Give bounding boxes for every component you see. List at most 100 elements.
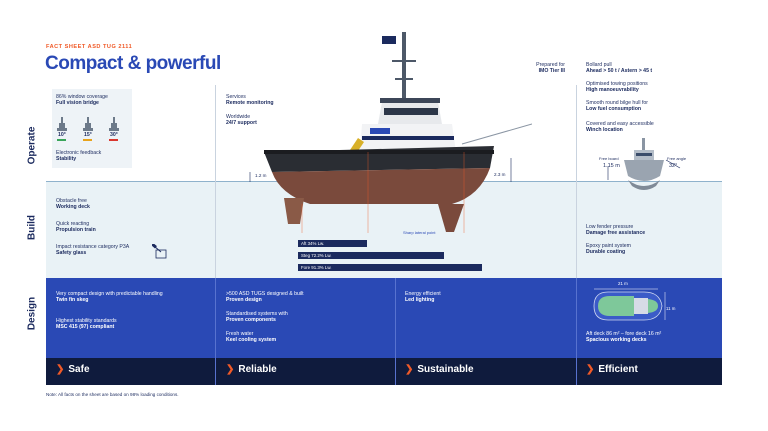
rel-2-value: Proven components xyxy=(226,317,276,324)
twin-fin-skeg: Very compact design with predictable han… xyxy=(56,291,176,304)
fact-sheet-kicker: FACT SHEET ASD TUG 2111 xyxy=(46,44,133,50)
footer-sustainable-label: Sustainable xyxy=(417,364,474,375)
msc-compliant: Highest stability standards MSC 415 (97)… xyxy=(56,318,117,331)
deck-width-label: 21 m xyxy=(618,281,628,286)
fender-title: Low fender pressure xyxy=(586,224,634,230)
front-mast xyxy=(642,138,645,152)
fender xyxy=(264,150,494,154)
window-coverage-title: 86% window coverage xyxy=(56,94,108,100)
window-coverage-value: Full vision bridge xyxy=(56,100,99,107)
length-bar-steg-label: Steg 72.2% Lw. xyxy=(301,253,332,258)
services-value: Remote monitoring xyxy=(226,100,274,107)
prepared-value: IMO Tier III xyxy=(538,68,565,75)
divider xyxy=(395,278,396,385)
length-bar-aft-label: Aft 34% Lw. xyxy=(301,241,325,246)
front-hull-below xyxy=(628,180,660,190)
chevron-right-icon: ❯ xyxy=(586,364,595,375)
bollard-title: Bollard pull xyxy=(586,62,612,68)
footnote: Note: All facts on the sheet are based o… xyxy=(46,392,179,397)
deck-top-view xyxy=(593,288,666,321)
divider xyxy=(576,278,577,385)
hull-title: Smooth round bilge hull for xyxy=(586,100,648,106)
worldwide-title: Worldwide xyxy=(226,114,251,120)
row-label-operate: Operate xyxy=(26,126,38,165)
front-windows xyxy=(636,153,652,156)
row-label-build: Build xyxy=(26,215,38,240)
wheelhouse-roof xyxy=(380,98,440,103)
fore-deck-area xyxy=(648,299,658,313)
freeangle-label: Free angle xyxy=(667,156,687,161)
hull-efficiency: Smooth round bilge hull for Low fuel con… xyxy=(586,100,648,113)
angle-30-indicator xyxy=(109,139,118,141)
angle-10-indicator xyxy=(57,139,66,141)
flag xyxy=(382,36,396,44)
proven-design: >500 ASD TUGS designed & built Proven de… xyxy=(226,291,304,304)
length-bar-fore xyxy=(298,264,482,271)
epoxy-paint: Epoxy paint system Durable coating xyxy=(586,243,631,256)
hull-value: Low fuel consumption xyxy=(586,106,642,113)
proven-components: Standardised systems with Proven compone… xyxy=(226,311,288,324)
rel-1-value: Proven design xyxy=(226,297,262,304)
bollard-value: Ahead > 50 t / Astern > 45 t xyxy=(586,68,653,75)
hull-lower xyxy=(272,168,490,204)
thruster xyxy=(284,198,304,224)
rel-3-value: Keel cooling system xyxy=(226,337,277,344)
working-deck: Obstacle free Working deck xyxy=(56,198,90,211)
spacious-decks: Aft deck 86 m² – fore deck 16 m² Spaciou… xyxy=(586,331,661,344)
rel-2-title: Standardised systems with xyxy=(226,311,288,317)
logo-board xyxy=(370,128,390,134)
prepared-title: Prepared for xyxy=(536,62,565,68)
safety-glass: Impact resistance category P3A Safety gl… xyxy=(56,244,129,257)
winch-title: Covered and easy accessible xyxy=(586,121,654,127)
services: Services Remote monitoring xyxy=(226,94,274,107)
sus-1-value: Led lighting xyxy=(405,297,435,304)
footer-reliable: ❯Reliable xyxy=(226,364,277,375)
ship-icon xyxy=(57,117,67,131)
freeboard-label: Free board xyxy=(599,156,619,161)
towing-positions: Optimised towing positions High manoeuvr… xyxy=(586,81,648,94)
services-title: Services xyxy=(226,94,246,100)
freeangle-value: 32° xyxy=(669,163,678,169)
glass-value: Safety glass xyxy=(56,250,87,257)
fender-value: Damage free assistance xyxy=(586,230,646,237)
bollard-pull: Bollard pull Ahead > 50 t / Astern > 45 … xyxy=(586,62,652,75)
deckhouse xyxy=(634,298,648,314)
rel-1-title: >500 ASD TUGS designed & built xyxy=(226,291,304,297)
length-bar-steg xyxy=(298,252,444,259)
angle-15: 15° xyxy=(84,132,92,138)
freeangle-line xyxy=(665,159,681,169)
eff-1-title: Aft deck 86 m² – fore deck 16 m² xyxy=(586,331,662,337)
dim-left: 1.2 m xyxy=(255,173,267,178)
footer-safe: ❯Safe xyxy=(56,364,90,375)
mast-crossbar xyxy=(395,78,413,80)
paint-value: Durable coating xyxy=(586,249,626,256)
chevron-right-icon: ❯ xyxy=(56,364,65,375)
hull-upper xyxy=(264,146,494,172)
stability-ships-illustration xyxy=(57,117,119,131)
safe-2-title: Highest stability standards xyxy=(56,318,117,324)
deck-length-label: 11 m xyxy=(666,306,676,311)
glass-title: Impact resistance category P3A xyxy=(56,244,130,250)
dim-right: 2.3 m xyxy=(494,172,506,177)
window-coverage: 86% window coverage Full vision bridge xyxy=(56,94,108,107)
fender-pressure: Low fender pressure Damage free assistan… xyxy=(586,224,645,237)
worldwide: Worldwide 24/7 support xyxy=(226,114,257,127)
prop-title: Quick reacting xyxy=(56,221,90,227)
row-label-design: Design xyxy=(26,296,38,331)
chevron-right-icon: ❯ xyxy=(226,364,235,375)
length-bar-aft xyxy=(298,240,367,247)
aft-deck-area xyxy=(598,296,634,316)
footer-band xyxy=(46,358,722,385)
angle-15-indicator xyxy=(83,139,92,141)
length-bars: Aft 34% Lw. Steg 72.2% Lw. Fore 91.3% Lw… xyxy=(298,240,482,272)
eff-1-value: Spacious working decks xyxy=(586,337,647,344)
wheelhouse-windows xyxy=(384,108,438,115)
angle-30: 30° xyxy=(110,132,118,138)
footer-sustainable: ❯Sustainable xyxy=(405,364,474,375)
sus-1-title: Energy efficient xyxy=(405,291,441,297)
led-lighting: Energy efficient Led lighting xyxy=(405,291,441,304)
winch-value: Winch location xyxy=(586,127,623,134)
tug-side-view xyxy=(249,32,532,233)
ship-icon xyxy=(83,117,93,131)
prepared-for: Prepared for IMO Tier III xyxy=(505,62,565,75)
